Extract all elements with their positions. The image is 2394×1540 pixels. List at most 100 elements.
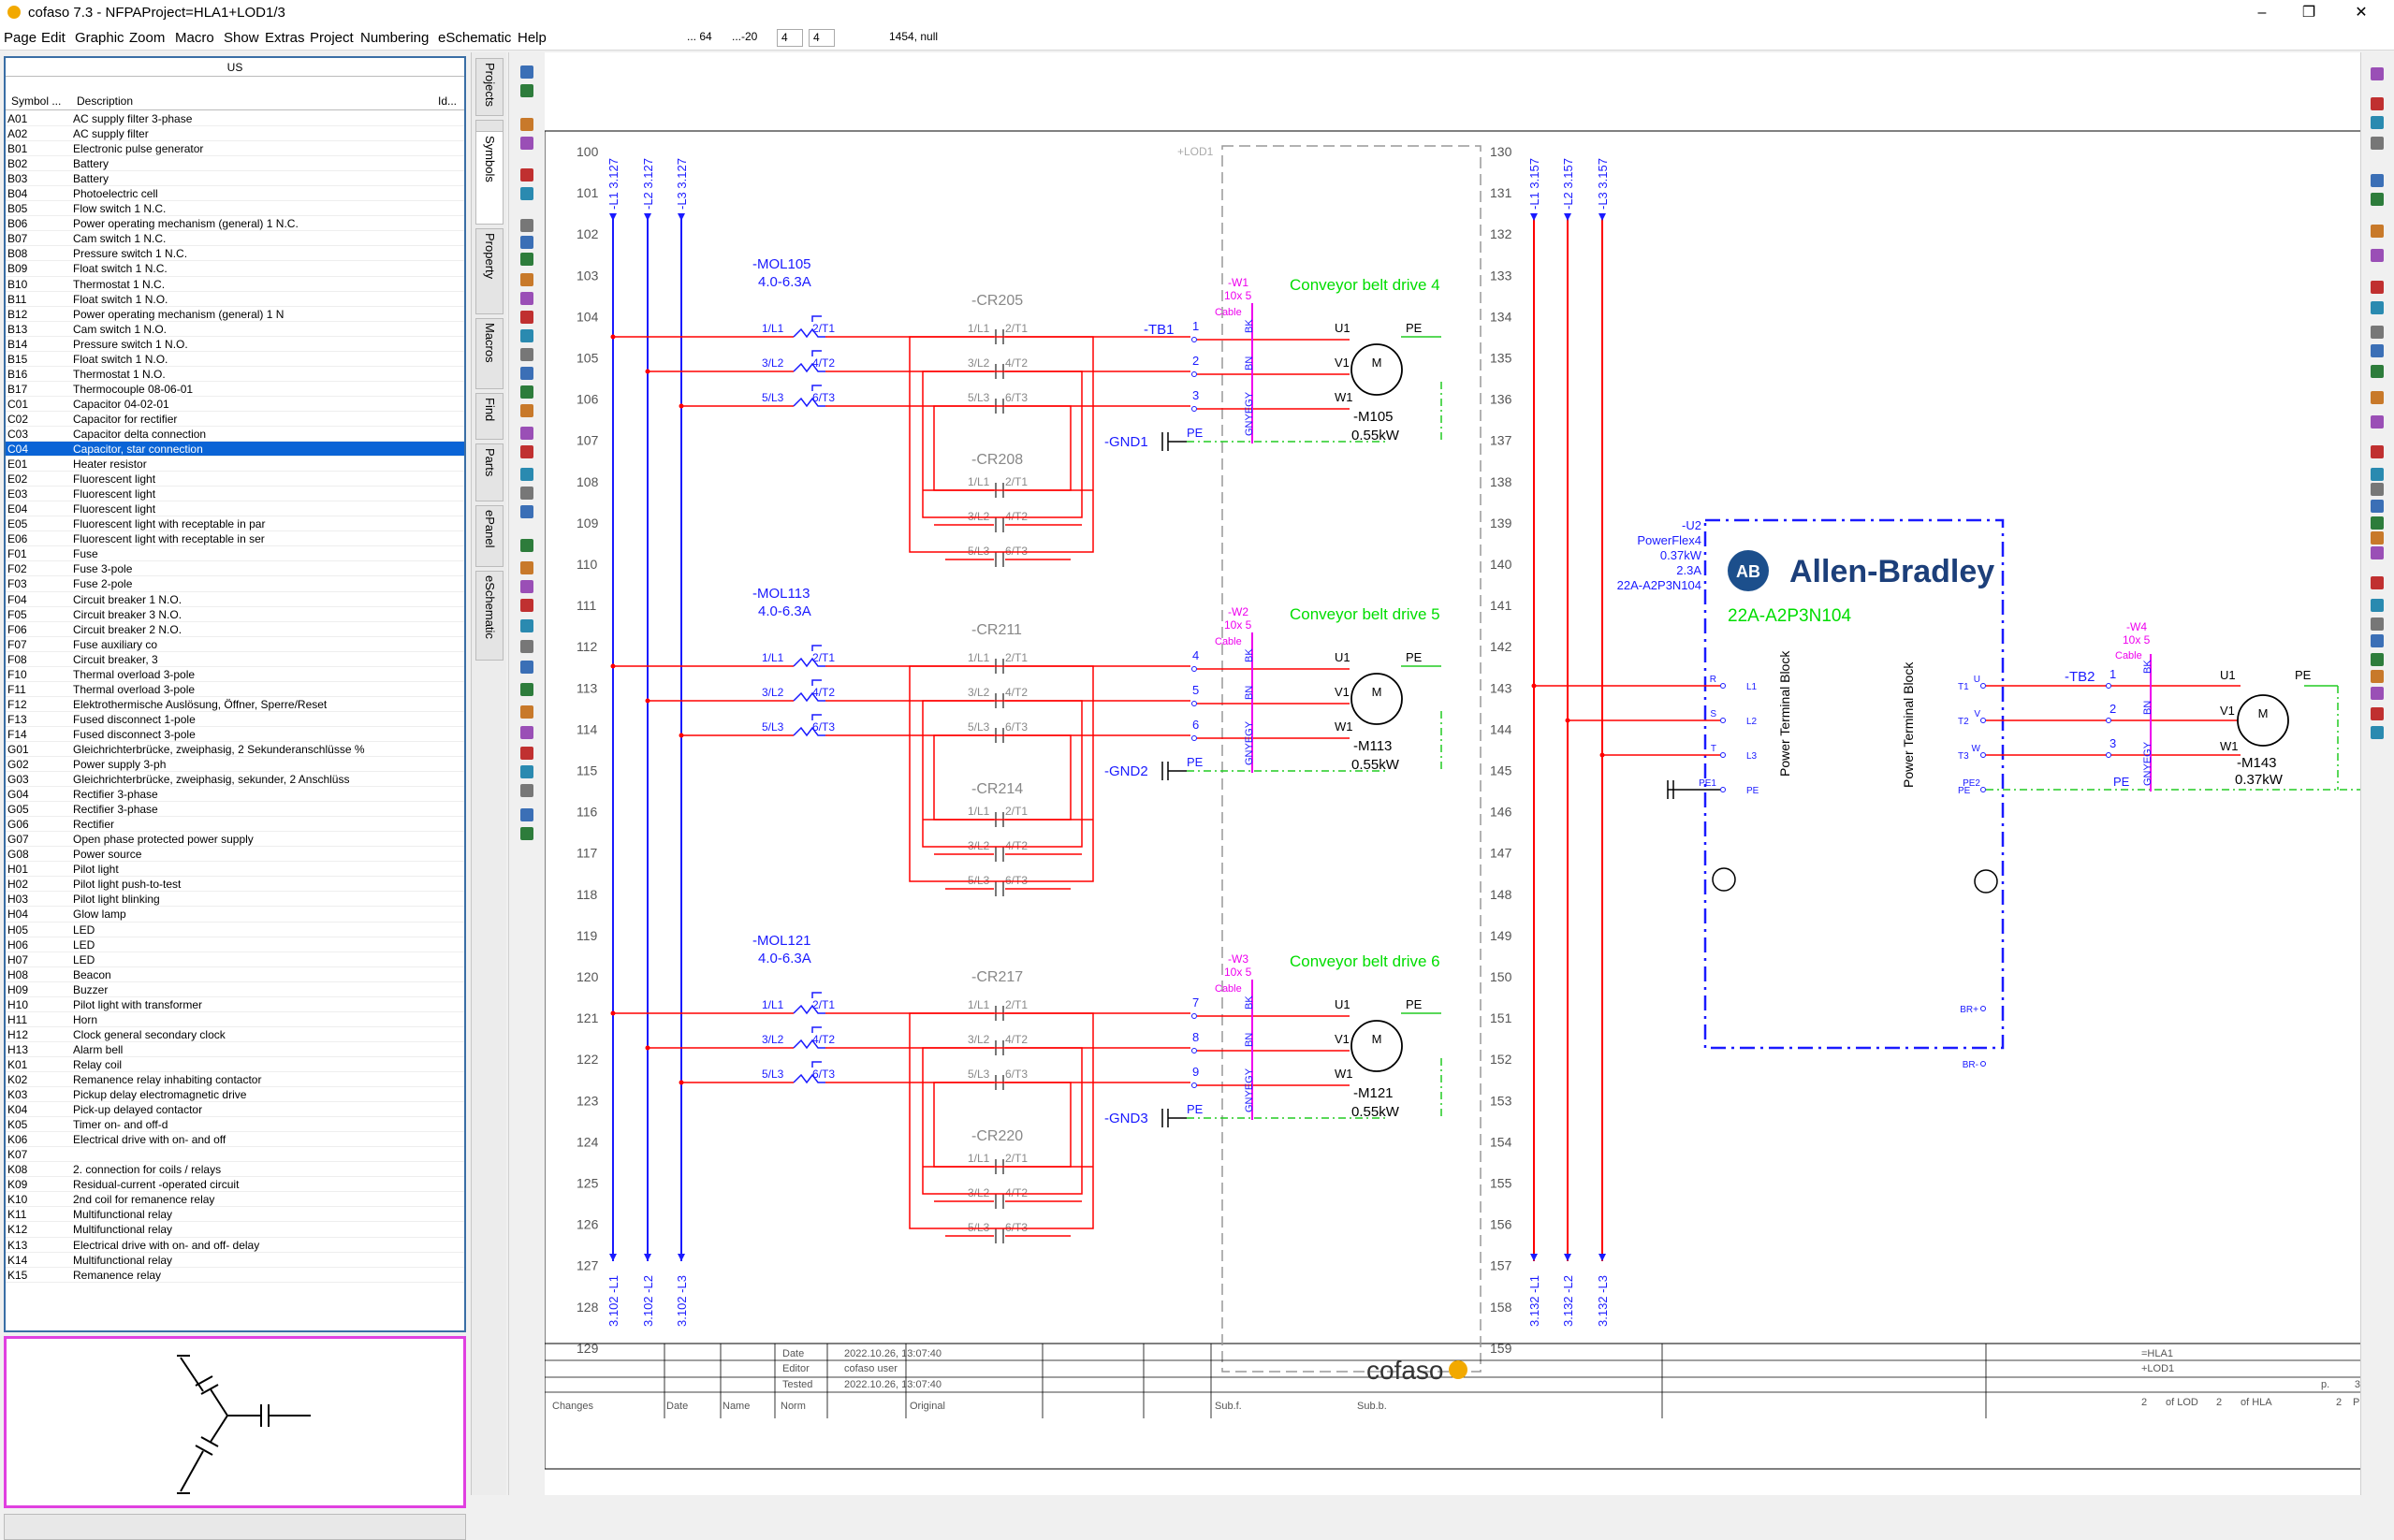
tool-icon[interactable] — [2371, 576, 2384, 589]
col-symbol[interactable]: Symbol ... — [11, 94, 62, 108]
tool-icon[interactable] — [520, 219, 533, 232]
tab-macros[interactable]: Macros — [475, 318, 504, 389]
tool-icon[interactable] — [520, 580, 533, 593]
tab-projects[interactable]: Projects — [475, 58, 504, 116]
tool-icon[interactable] — [2371, 116, 2384, 129]
tool-icon[interactable] — [2371, 391, 2384, 404]
tool-icon[interactable] — [520, 329, 533, 342]
tool-icon[interactable] — [2371, 516, 2384, 530]
tool-icon[interactable] — [520, 84, 533, 97]
tool-icon[interactable] — [2371, 301, 2384, 314]
tool-icon[interactable] — [520, 765, 533, 778]
tab-find[interactable]: Find — [475, 393, 504, 440]
tool-icon[interactable] — [2371, 670, 2384, 683]
tool-icon[interactable] — [2371, 326, 2384, 339]
tool-icon[interactable] — [2371, 174, 2384, 187]
tab-parts[interactable]: Parts — [475, 443, 504, 501]
col-id[interactable]: Id... — [438, 94, 458, 108]
tool-icon[interactable] — [2371, 415, 2384, 429]
tool-icon[interactable] — [520, 118, 533, 131]
grid-y-field[interactable]: 4 — [809, 29, 835, 47]
tab-symbols[interactable]: Symbols — [475, 131, 504, 225]
tool-icon[interactable] — [520, 827, 533, 840]
menu-show[interactable]: Show — [224, 30, 259, 46]
tool-icon[interactable] — [2371, 634, 2384, 647]
tool-icon[interactable] — [520, 599, 533, 612]
tool-icon[interactable] — [520, 236, 533, 249]
language-header[interactable]: US — [6, 58, 464, 77]
tool-icon[interactable] — [2371, 225, 2384, 238]
tool-icon[interactable] — [520, 65, 533, 79]
tool-icon[interactable] — [2371, 344, 2384, 357]
tool-icon[interactable] — [520, 561, 533, 574]
tool-icon[interactable] — [2371, 445, 2384, 458]
tool-icon[interactable] — [520, 505, 533, 518]
tool-icon[interactable] — [2371, 500, 2384, 513]
menu-edit[interactable]: Edit — [41, 30, 66, 46]
menu-macro[interactable]: Macro — [175, 30, 214, 46]
tool-icon[interactable] — [2371, 193, 2384, 206]
schematic-drawing[interactable]: 1001011021031041051061071081091101111121… — [544, 52, 2394, 1495]
menu-project[interactable]: Project — [310, 30, 354, 46]
tool-icon[interactable] — [2371, 687, 2384, 700]
minimize-button[interactable]: – — [2257, 5, 2267, 21]
tool-icon[interactable] — [2371, 726, 2384, 739]
tool-icon[interactable] — [520, 367, 533, 380]
tab-epanel[interactable]: ePanel — [475, 505, 504, 567]
tool-icon[interactable] — [520, 726, 533, 739]
tool-icon[interactable] — [520, 404, 533, 417]
tool-icon[interactable] — [520, 619, 533, 632]
tool-icon[interactable] — [520, 253, 533, 266]
tool-icon[interactable] — [520, 348, 533, 361]
tool-icon[interactable] — [520, 445, 533, 458]
tool-icon[interactable] — [520, 427, 533, 440]
tool-icon[interactable] — [2371, 468, 2384, 481]
tool-icon[interactable] — [520, 137, 533, 150]
tool-icon[interactable] — [2371, 483, 2384, 496]
maximize-button[interactable]: ❐ — [2301, 5, 2316, 21]
